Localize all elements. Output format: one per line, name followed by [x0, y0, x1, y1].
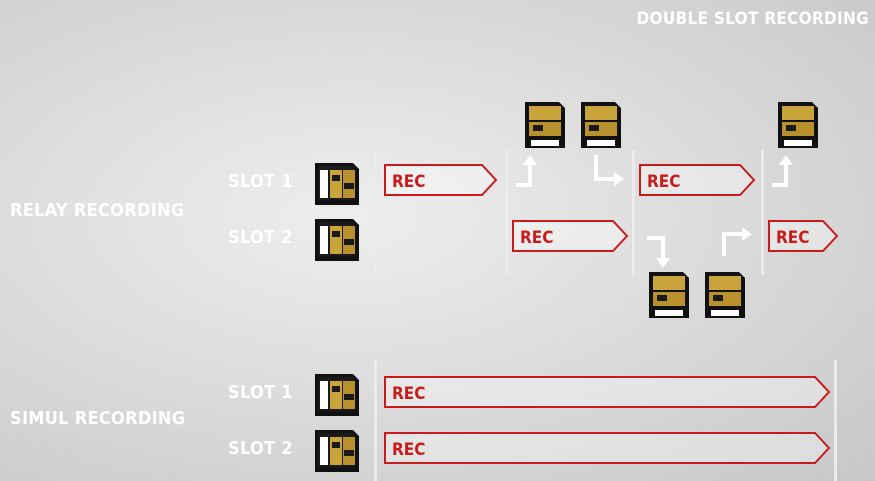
arrow-up-right-icon	[516, 155, 537, 187]
relay-slot1-label: SLOT 1	[228, 171, 293, 192]
rec-label: REC	[392, 440, 425, 460]
sd-card-icon	[581, 102, 621, 148]
rec-arrow-simul-slot1: REC	[384, 376, 831, 408]
separator	[761, 150, 764, 275]
simul-recording-label: SIMUL RECORDING	[10, 408, 186, 429]
arrow-up-right-icon	[722, 227, 752, 256]
rec-label: REC	[647, 172, 680, 192]
rec-arrow-relay-slot1-b: REC	[639, 164, 756, 196]
sd-card-icon	[315, 430, 359, 472]
relay-recording-label: RELAY RECORDING	[10, 200, 185, 221]
rec-label: REC	[776, 228, 809, 248]
sd-card-icon	[315, 163, 359, 205]
simul-slot2-label: SLOT 2	[228, 438, 293, 459]
arrow-up-right-icon	[772, 155, 793, 187]
separator	[505, 150, 508, 275]
sd-card-icon	[649, 272, 689, 318]
rec-arrow-simul-slot2: REC	[384, 432, 831, 464]
sd-card-icon	[315, 374, 359, 416]
sd-card-icon	[705, 272, 745, 318]
separator	[834, 360, 837, 481]
rec-label: REC	[392, 384, 425, 404]
arrow-down-right-icon	[647, 236, 670, 268]
sd-card-icon	[525, 102, 565, 148]
rec-arrow-relay-slot2-b: REC	[768, 220, 839, 252]
relay-slot2-label: SLOT 2	[228, 227, 293, 248]
rec-arrow-relay-slot1: REC	[384, 164, 498, 196]
rec-label: REC	[520, 228, 553, 248]
rec-arrow-relay-slot2: REC	[512, 220, 629, 252]
separator	[374, 150, 377, 275]
separator	[374, 360, 377, 481]
sd-card-icon	[315, 219, 359, 261]
simul-slot1-label: SLOT 1	[228, 382, 293, 403]
separator	[632, 150, 635, 275]
rec-label: REC	[392, 172, 425, 192]
arrow-down-right-icon	[594, 155, 624, 186]
sd-card-icon	[778, 102, 818, 148]
page-title: DOUBLE SLOT RECORDING	[636, 9, 869, 29]
